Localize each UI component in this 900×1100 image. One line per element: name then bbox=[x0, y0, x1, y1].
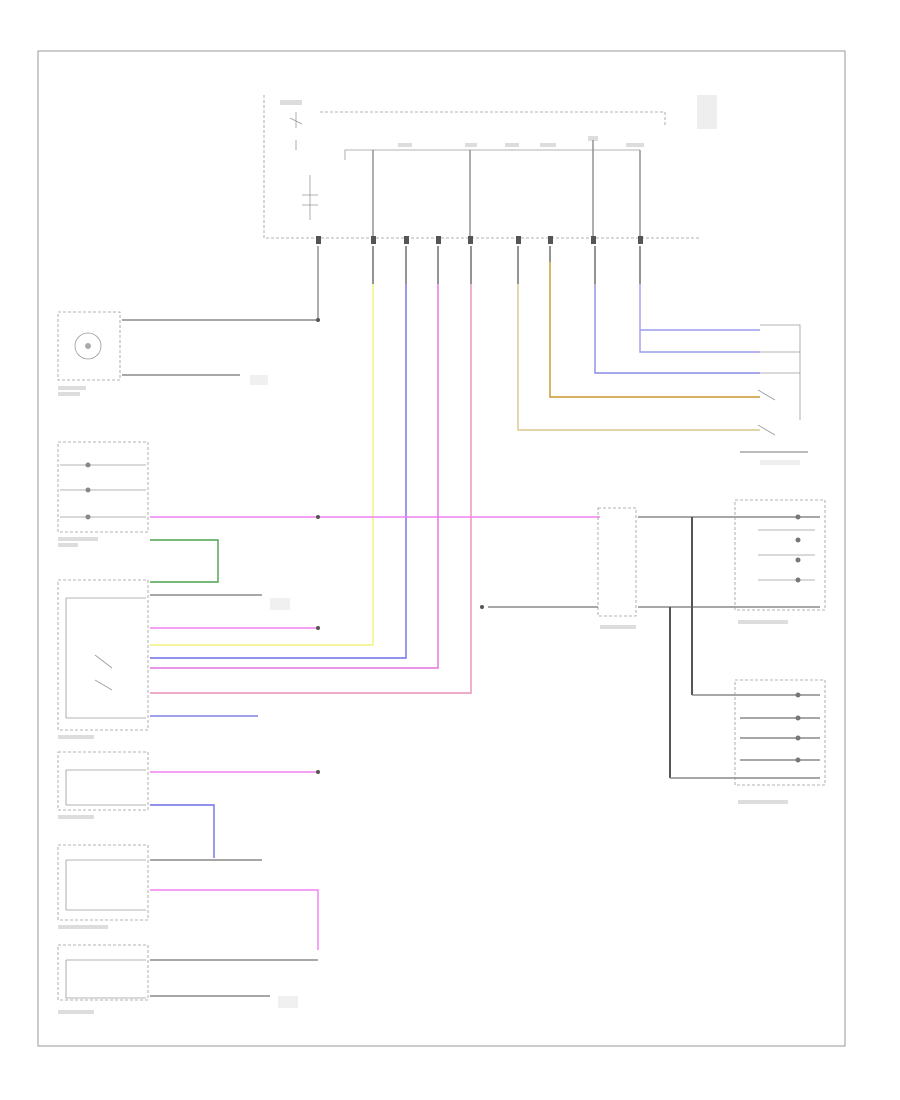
wire-endpoints bbox=[316, 318, 484, 774]
wire-pink-red bbox=[150, 284, 472, 694]
right-device-1 bbox=[734, 499, 826, 624]
wire-blue bbox=[150, 284, 407, 659]
wire-purple-right bbox=[594, 284, 760, 374]
wire-blue-4 bbox=[150, 804, 215, 858]
cluster-module bbox=[597, 507, 637, 629]
module-labels bbox=[280, 95, 717, 147]
left-device-6 bbox=[57, 944, 149, 1014]
wire-green bbox=[150, 539, 219, 583]
left-device-1 bbox=[57, 311, 121, 396]
left-device-3 bbox=[57, 579, 149, 739]
module-pins bbox=[316, 140, 643, 244]
diagram-frame bbox=[37, 50, 846, 1047]
right-device-2 bbox=[670, 679, 826, 804]
wire-blue-right-1 bbox=[639, 284, 760, 353]
wire-violet bbox=[150, 284, 439, 669]
wire-yellow bbox=[150, 284, 374, 646]
wire-gray-left bbox=[122, 246, 319, 321]
right-switch-block bbox=[740, 324, 808, 465]
left-device-2 bbox=[57, 441, 149, 547]
wire-pink-5 bbox=[150, 889, 319, 950]
left-device-5 bbox=[57, 844, 149, 929]
top-module bbox=[263, 95, 717, 239]
left-device-4 bbox=[57, 751, 149, 819]
wire-orange bbox=[549, 262, 760, 398]
wire-tan bbox=[517, 284, 760, 431]
